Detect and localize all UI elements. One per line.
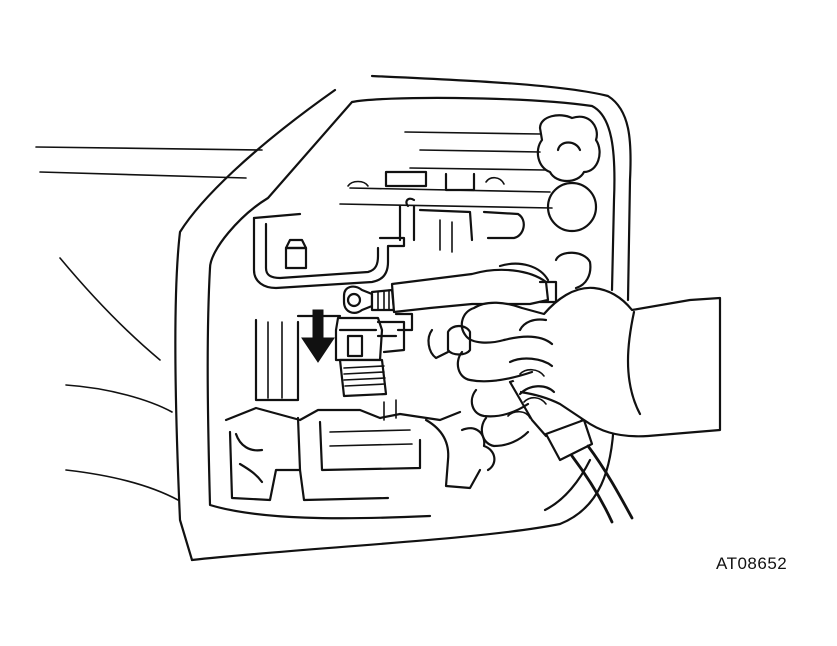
down-arrow-icon: [301, 309, 335, 363]
valve-body-lower: [224, 314, 496, 502]
hand: [456, 286, 722, 448]
figure-code-label: AT08652: [716, 554, 788, 573]
solenoid-plug: [334, 312, 414, 398]
valve-body-upper: [252, 114, 601, 290]
vehicle-body-lines: [35, 146, 263, 501]
transmission-case: [174, 74, 632, 562]
